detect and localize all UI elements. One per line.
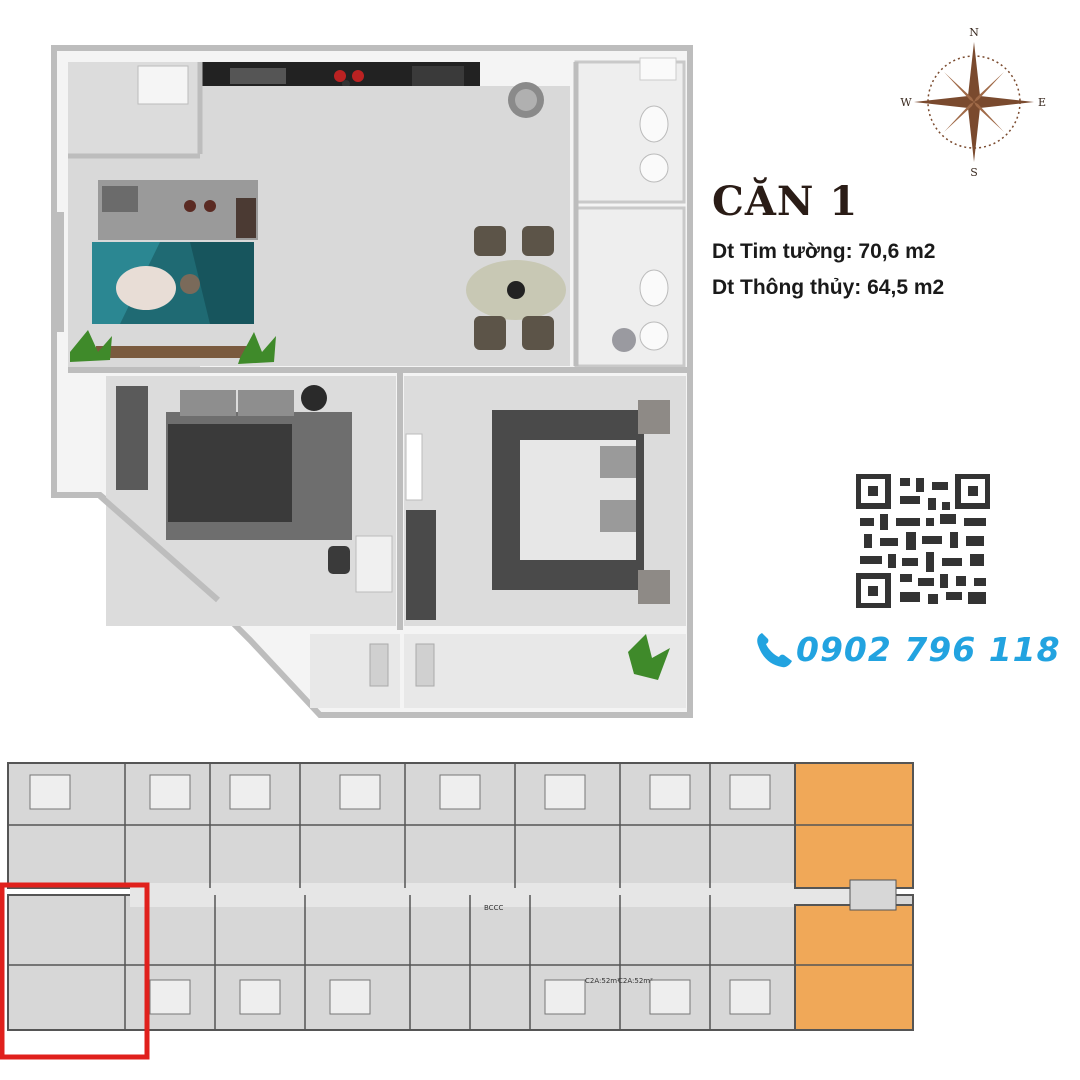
qr-code[interactable]	[856, 474, 990, 608]
compass-north: N	[969, 26, 979, 39]
site-label-unit-a: C2A:52m²	[585, 977, 620, 985]
compass-south: S	[970, 166, 978, 179]
area-clear-label: Dt Thông thủy: 64,5 m2	[712, 276, 945, 299]
phone-icon	[757, 633, 792, 668]
selected-unit-highlight	[0, 882, 150, 1060]
site-label-unit-b: C2A:52m²	[618, 977, 653, 985]
site-label-bcc: BCCC	[484, 904, 503, 912]
compass-east: E	[1038, 96, 1046, 109]
unit-floor-plan	[51, 45, 693, 718]
phone-number[interactable]: 0902 796 118	[796, 629, 1061, 669]
compass-rose-icon: N S W E	[900, 26, 1046, 179]
building-site-plan: BCCC C2A:52m² C2A:52m²	[0, 762, 914, 1060]
area-wall-label: Dt Tim tường: 70,6 m2	[712, 240, 936, 263]
compass-west: W	[900, 96, 912, 109]
phone-contact[interactable]: 0902 796 118	[752, 624, 1061, 674]
unit-title: CĂN 1	[712, 178, 859, 225]
